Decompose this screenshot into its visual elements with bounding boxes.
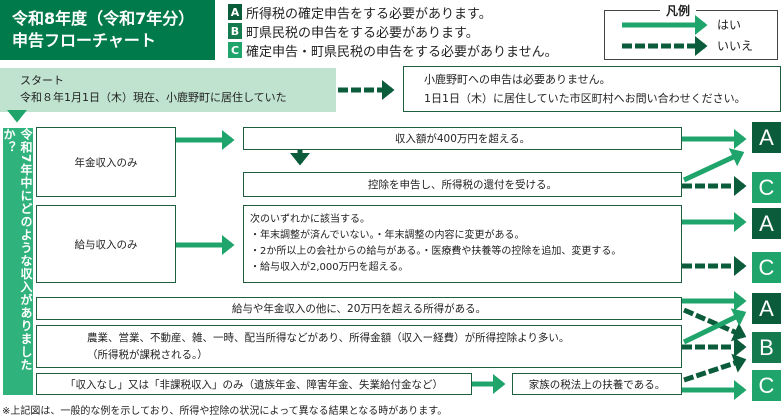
legend-yes: はい [717, 18, 742, 32]
start-label: スタート [20, 74, 64, 87]
page-title: 令和8年度（令和7年分） 申告フローチャート [0, 0, 215, 60]
outcome-key: B [228, 23, 242, 39]
title-line2: 申告フローチャート [12, 31, 156, 50]
result-a-badge: A [752, 208, 781, 239]
business-line1: 農業、営業、不動産、雑、一時、配当所得などがあり、所得金額（収入ー経費）が所得控… [87, 331, 570, 344]
result-a-badge: A [752, 122, 781, 153]
result-c-badge: C [752, 252, 781, 283]
business-income-box: 農業、営業、不動産、雑、一時、配当所得などがあり、所得金額（収入ー経費）が所得控… [36, 325, 682, 368]
pension-refund-question: 控除を申告し、所得税の還付を受ける。 [243, 172, 682, 197]
no-arrow [683, 307, 747, 342]
no-arrow [683, 353, 747, 383]
yes-arrow [682, 308, 747, 345]
outcome-key: C [228, 42, 242, 58]
not-resident-box: 小鹿野町への申告は必要ありません。 1日1日（木）に居住していた市区町村へお問い合… [403, 66, 781, 112]
salary-line: ・年末調整が済んでいない。・年末調整の内容に変更がある。 [250, 230, 525, 241]
footnote: ※上記図は、一般的な例を示しており、所得や控除の状況によって異なる結果となる時が… [2, 406, 448, 417]
outcome-text: 所得税の確定申告をする必要があります。 [246, 6, 492, 22]
pension-only-box: 年金収入のみ [36, 127, 176, 197]
result-c-badge: C [752, 172, 781, 203]
outcome-text: 確定申告・町県民税の申告をする必要がありません。 [246, 44, 558, 60]
yes-arrow [682, 148, 745, 183]
not-resident-line2: 1日1日（木）に居住していた市区町村へお問い合わせください。 [424, 92, 746, 105]
start-question: 令和８年1月1日（木）現在、小鹿野町に居住していた [20, 91, 287, 104]
pension-income-question: 収入額が400万円を超える。 [243, 127, 682, 150]
start-box: スタート令和８年1月1日（木）現在、小鹿野町に居住していた [0, 68, 336, 112]
legend-no: いいえ [717, 39, 754, 53]
title-line1: 令和8年度（令和7年分） [12, 9, 195, 28]
outcome-text: 町県民税の申告をする必要があります。 [246, 25, 479, 41]
business-line2: （所得税が課税される。） [87, 348, 208, 361]
result-c-badge: C [752, 370, 781, 401]
outcome-key: A [228, 4, 242, 20]
dependent-box: 家族の税法上の扶養である。 [512, 373, 682, 395]
salary-line: 次のいずれかに該当する。 [250, 214, 370, 225]
no-income-box: 「収入なし」又は「非課税収入」のみ（遺族年金、障害年金、失業給付金など） [36, 373, 472, 395]
salary-only-box: 給与収入のみ [36, 205, 176, 283]
salary-line: ・給与収入が2,000万円を超える。 [250, 262, 409, 273]
salary-line: ・2か所以上の会社からの給与がある。・医療費や扶養等の控除を追加、変更する。 [250, 246, 622, 257]
not-resident-line1: 小鹿野町への申告は必要ありません。 [424, 73, 611, 86]
other-income-box: 給与や年金収入の他に、20万円を超える所得がある。 [36, 297, 682, 320]
salary-conditions-box: 次のいずれかに該当する。 ・年末調整が済んでいない。・年末調整の内容に変更がある… [243, 205, 682, 283]
result-a-badge: A [752, 293, 781, 324]
result-b-badge: B [752, 332, 781, 363]
income-question-bar: 令和7年中にどのような収入がありましたか？ [2, 128, 33, 395]
legend-title: 凡例 [660, 2, 697, 19]
